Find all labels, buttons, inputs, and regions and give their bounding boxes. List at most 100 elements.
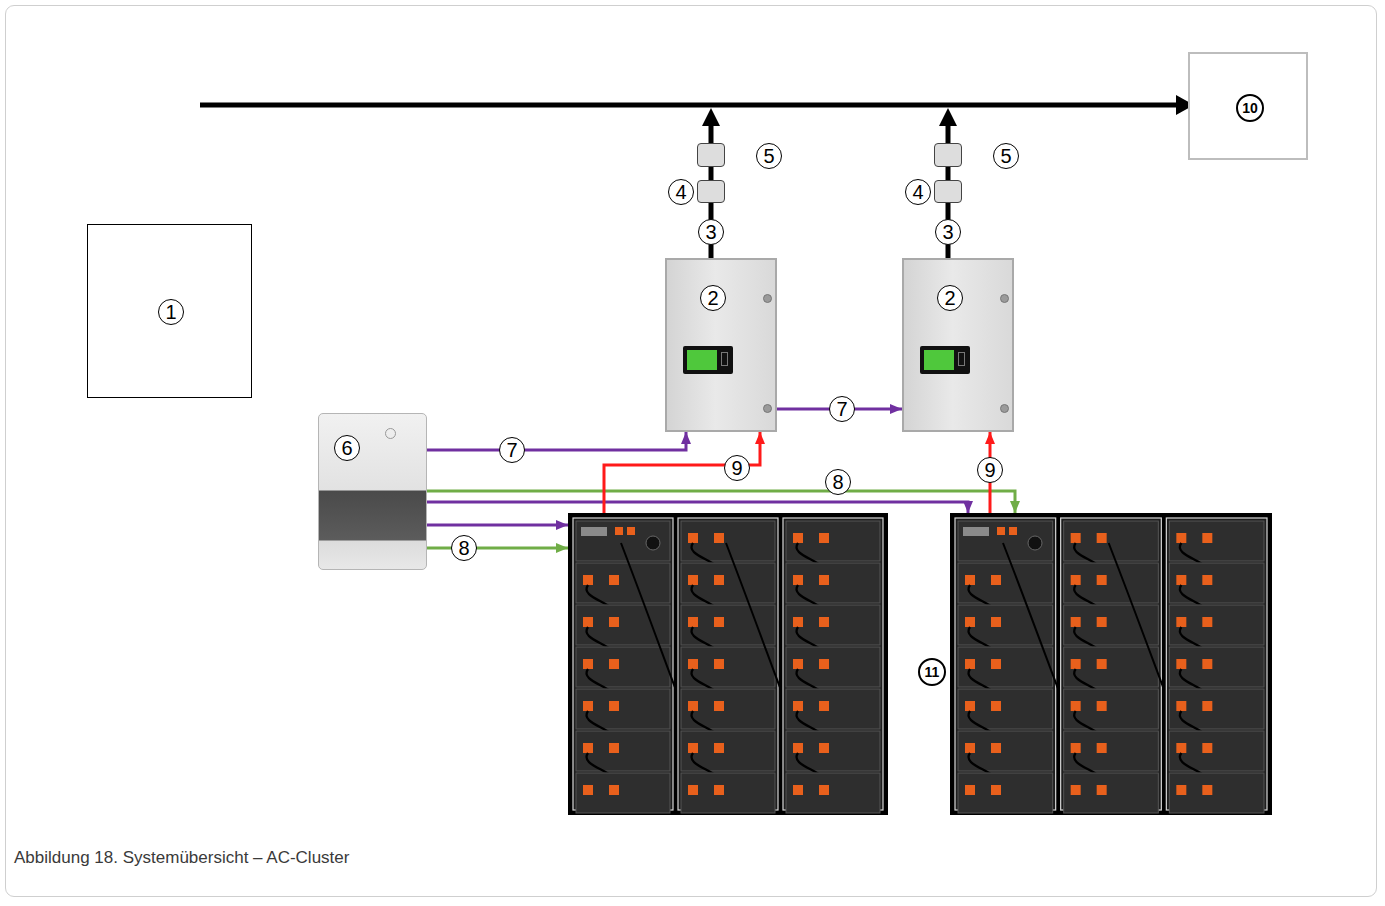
- callout-number: 11: [918, 658, 946, 686]
- callout-number: 2: [700, 285, 726, 311]
- battery-module: [786, 647, 880, 687]
- terminal: [819, 533, 829, 543]
- device-logo: [385, 428, 396, 439]
- callout-number: 3: [698, 219, 724, 245]
- terminal: [1176, 659, 1186, 669]
- terminal: [1071, 533, 1081, 543]
- battery-module: [1169, 647, 1264, 687]
- terminal: [793, 701, 803, 711]
- terminal: [1176, 617, 1186, 627]
- battery-module: [681, 773, 775, 813]
- terminal: [1097, 575, 1107, 585]
- battery-module: [1064, 563, 1159, 603]
- battery-module: [958, 731, 1053, 771]
- battery-module: [1169, 563, 1264, 603]
- terminal: [1202, 743, 1212, 753]
- bms-port: [627, 527, 635, 535]
- terminal: [793, 743, 803, 753]
- terminal: [1176, 575, 1186, 585]
- terminal: [793, 659, 803, 669]
- battery-module: [681, 647, 775, 687]
- terminal: [819, 575, 829, 585]
- battery-module: [958, 563, 1053, 603]
- terminal: [1097, 785, 1107, 795]
- terminal: [991, 785, 1001, 795]
- bms-display: [963, 527, 989, 536]
- terminal: [965, 743, 975, 753]
- callout-number: 10: [1236, 94, 1264, 122]
- battery-module: [1064, 521, 1159, 561]
- terminal: [965, 701, 975, 711]
- terminal: [609, 743, 619, 753]
- battery-module: [681, 605, 775, 645]
- terminal: [583, 617, 593, 627]
- terminal: [583, 743, 593, 753]
- battery-module: [1064, 689, 1159, 729]
- callout-number: 9: [977, 457, 1003, 483]
- terminal: [965, 659, 975, 669]
- connector: [427, 524, 568, 527]
- battery-module: [1169, 689, 1264, 729]
- terminal: [1097, 659, 1107, 669]
- battery-module: [576, 605, 670, 645]
- battery-module: [1064, 773, 1159, 813]
- battery-module: [1169, 773, 1264, 813]
- terminal: [793, 785, 803, 795]
- battery-module: [1169, 731, 1264, 771]
- battery-module: [681, 689, 775, 729]
- callout-number: 1: [158, 299, 184, 325]
- display-glass: [924, 350, 954, 370]
- callout-number: 2: [937, 285, 963, 311]
- terminal: [714, 743, 724, 753]
- bms-port: [997, 527, 1005, 535]
- terminal: [991, 659, 1001, 669]
- terminal: [583, 785, 593, 795]
- fuse-box: 4: [934, 180, 962, 203]
- connector: [427, 432, 686, 450]
- terminal: [1176, 533, 1186, 543]
- terminal: [1097, 533, 1107, 543]
- connector: [604, 432, 760, 513]
- battery-module: [958, 689, 1053, 729]
- terminal: [609, 575, 619, 585]
- terminal: [1176, 743, 1186, 753]
- terminal: [1071, 617, 1081, 627]
- battery-module: [681, 521, 775, 561]
- terminal: [1202, 533, 1212, 543]
- terminal: [1176, 785, 1186, 795]
- terminal: [1202, 575, 1212, 585]
- terminal: [1097, 617, 1107, 627]
- connector: [946, 167, 951, 180]
- battery-rack: 11: [950, 513, 1272, 815]
- terminal: [583, 701, 593, 711]
- terminal: [1202, 659, 1212, 669]
- terminal: [609, 617, 619, 627]
- terminal: [609, 785, 619, 795]
- display-screen: [920, 346, 970, 374]
- battery-modules: [568, 513, 888, 815]
- battery-module: [958, 773, 1053, 813]
- figure-caption: Abbildung 18. Systemübersicht – AC-Clust…: [14, 848, 349, 868]
- terminal: [793, 533, 803, 543]
- terminal: [714, 533, 724, 543]
- battery-module: [1064, 647, 1159, 687]
- terminal: [793, 575, 803, 585]
- terminal: [1202, 785, 1212, 795]
- inverter-cabinet: 2: [902, 258, 1014, 432]
- terminal: [714, 575, 724, 585]
- inverter-cabinet: 2: [665, 258, 777, 432]
- terminal: [688, 575, 698, 585]
- terminal: [793, 617, 803, 627]
- terminal: [1097, 701, 1107, 711]
- terminal: [688, 701, 698, 711]
- terminal: [1071, 743, 1081, 753]
- battery-module: [681, 563, 775, 603]
- callout-number: 6: [334, 435, 360, 461]
- terminal: [991, 617, 1001, 627]
- bms-display: [581, 527, 607, 536]
- terminal: [1071, 575, 1081, 585]
- terminal: [991, 575, 1001, 585]
- battery-module: [1169, 521, 1264, 561]
- rack-column: [573, 518, 673, 810]
